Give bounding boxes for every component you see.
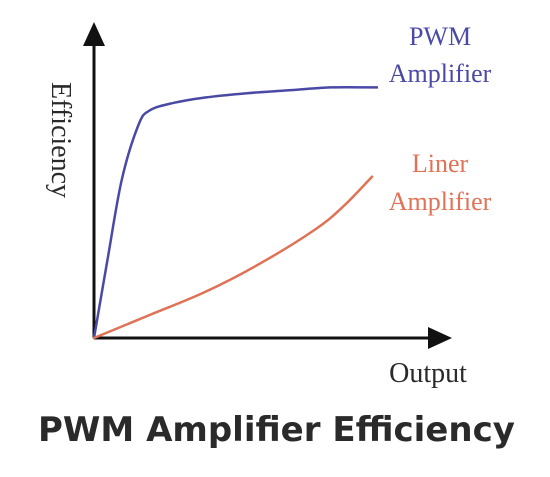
figure-caption: PWM Amplifier Efficiency: [38, 410, 515, 450]
pwm-efficiency-line: [92, 85, 374, 340]
series-layer: [92, 85, 378, 340]
liner-label-line1: Liner: [412, 149, 469, 178]
axes: [83, 22, 452, 349]
liner-label-line2: Amplifier: [389, 187, 492, 216]
x-axis-label: Output: [389, 358, 467, 389]
pwm-label-line2: Amplifier: [389, 59, 492, 88]
liner-series-label: Liner Amplifier: [389, 149, 492, 216]
efficiency-chart: Efficiency Output PWM Amplifier Liner Am…: [45, 22, 492, 389]
pwm-label-line1: PWM: [409, 22, 471, 51]
x-axis-arrow: [428, 327, 452, 349]
pwm-series-label: PWM Amplifier: [389, 22, 492, 88]
y-axis-label: Efficiency: [45, 82, 76, 198]
y-axis-arrow: [83, 22, 105, 46]
liner-efficiency-line: [92, 175, 374, 340]
